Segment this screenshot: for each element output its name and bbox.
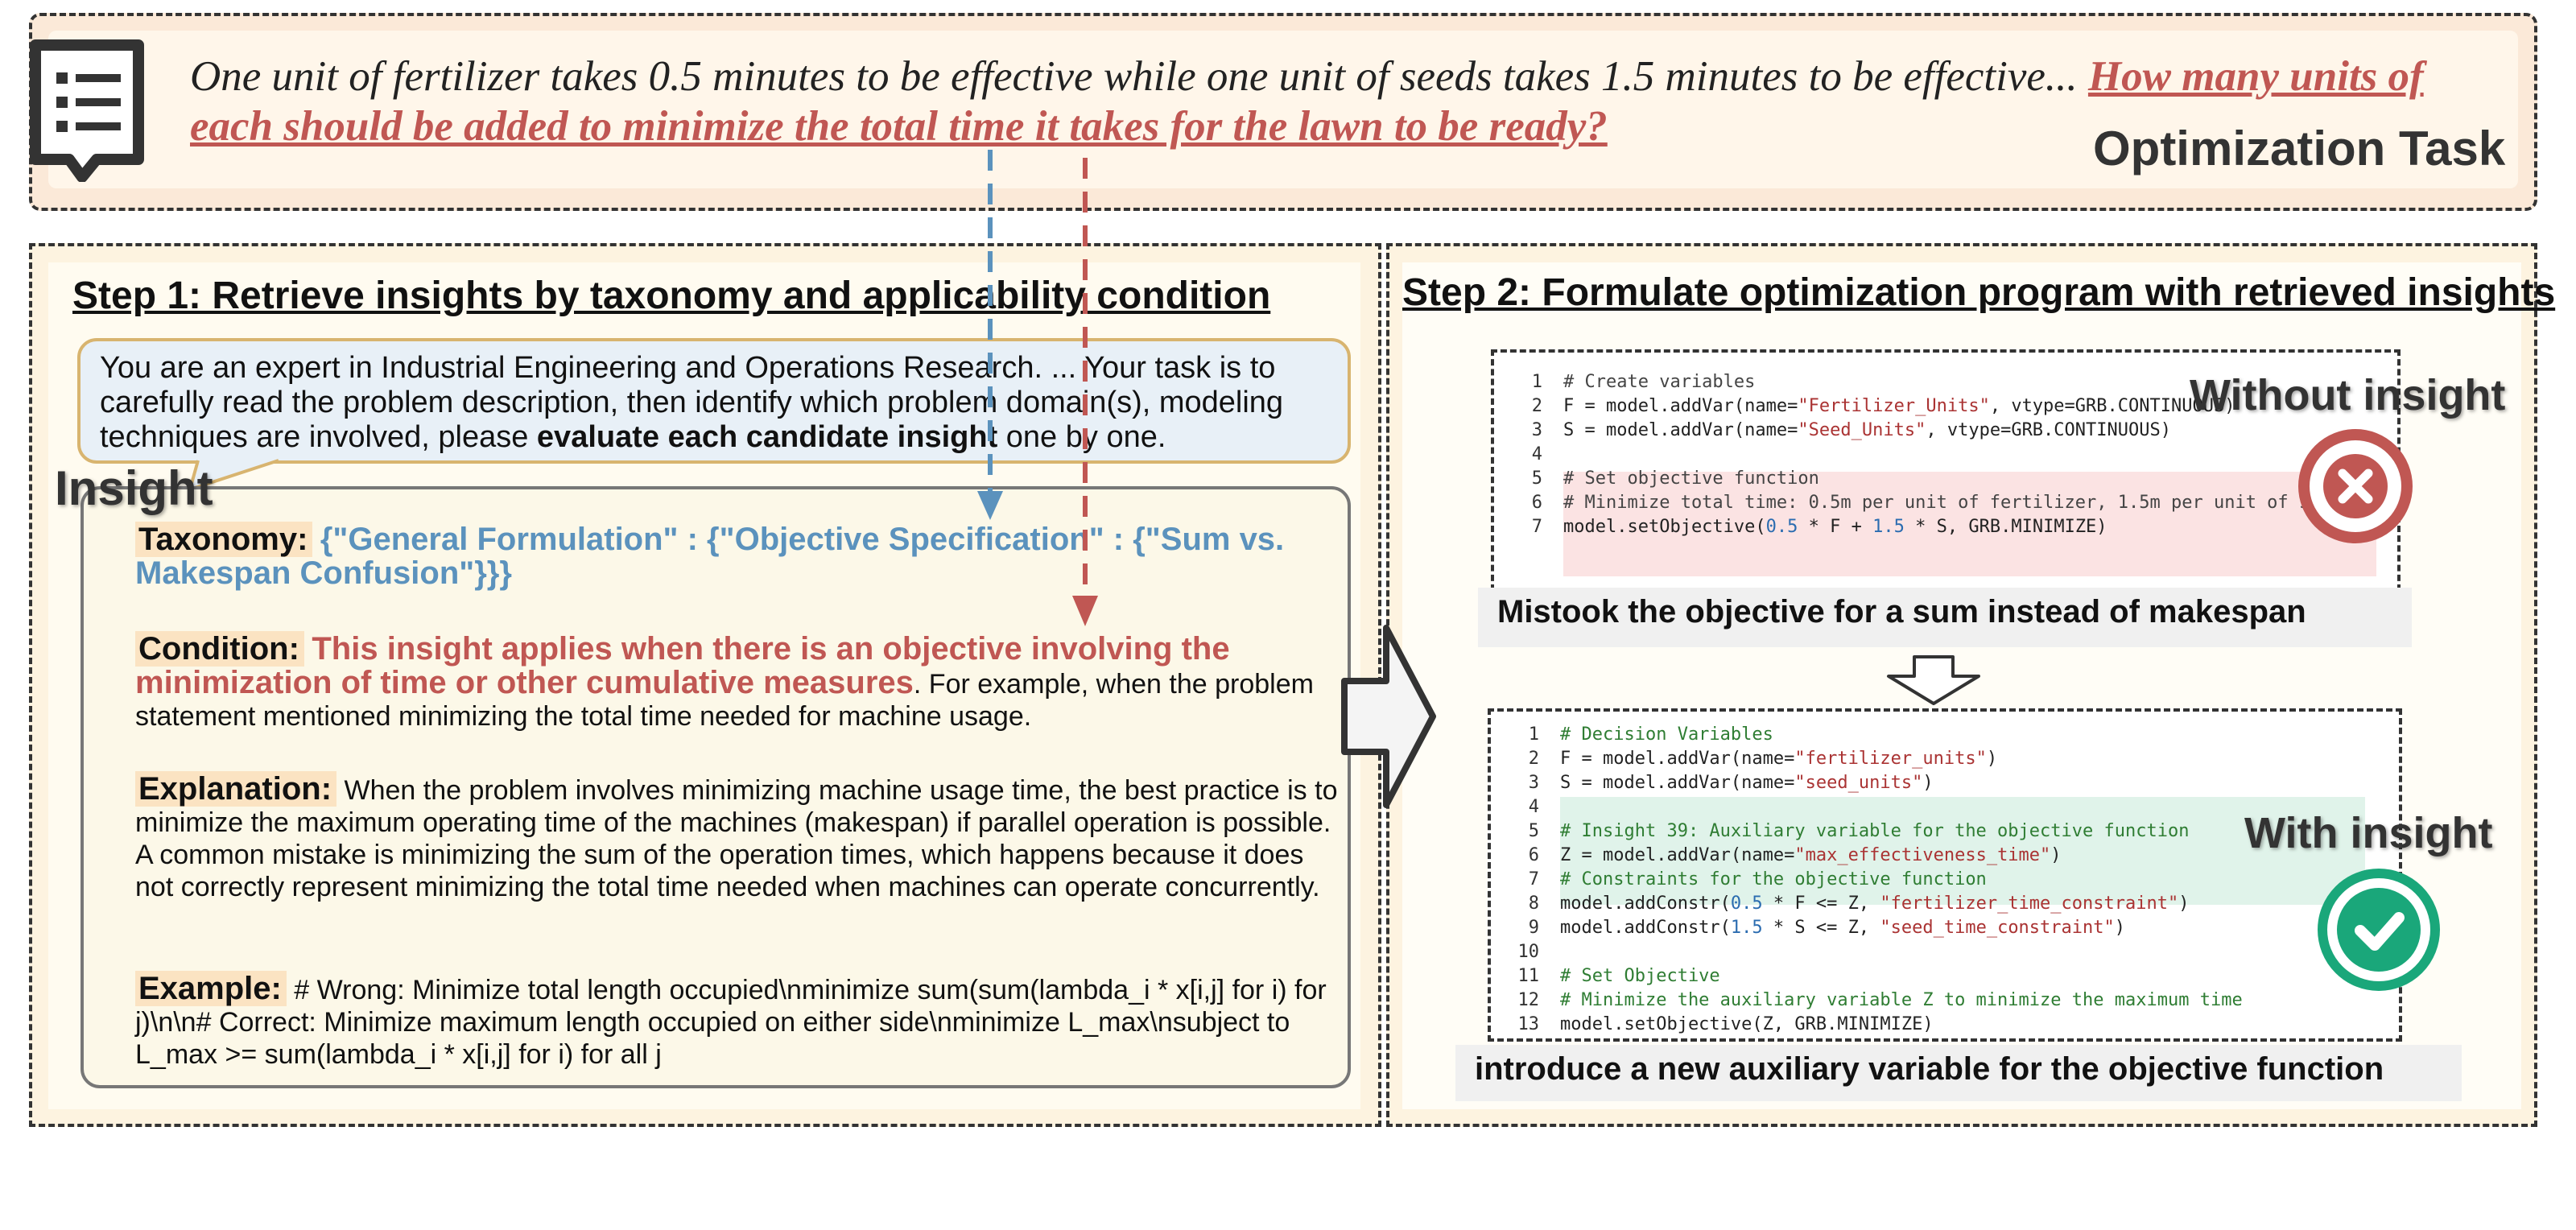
line-number: 6 <box>1531 493 1542 513</box>
example-key: Example: <box>135 971 287 1006</box>
prompt-box: You are an expert in Industrial Engineer… <box>77 338 1351 464</box>
line-number: 1 <box>1528 724 1539 745</box>
line-number: 4 <box>1528 797 1539 817</box>
task-description: One unit of fertilizer takes 0.5 minutes… <box>190 52 2444 151</box>
code-text: F = model.addVar(name="Fertilizer_Units"… <box>1563 396 2235 416</box>
line-number: 7 <box>1531 517 1542 537</box>
insight-box: Taxonomy: {"General Formulation" : {"Obj… <box>80 486 1351 1088</box>
objective-highlight <box>1563 472 2376 576</box>
prompt-end-text: one by one. <box>997 420 1166 454</box>
taxonomy-key: Taxonomy: <box>135 522 313 557</box>
speech-tail-icon <box>190 459 279 491</box>
with-insight-label: With insight <box>2244 809 2493 857</box>
down-arrow-icon <box>1887 655 1980 705</box>
line-number: 2 <box>1531 396 1542 416</box>
line-number: 1 <box>1531 372 1542 392</box>
line-number: 7 <box>1528 869 1539 889</box>
code-text: F = model.addVar(name="fertilizer_units"… <box>1560 749 1998 769</box>
line-number: 4 <box>1531 444 1542 464</box>
line-number: 6 <box>1528 845 1539 865</box>
insight-highlight <box>1560 797 2365 905</box>
explanation-block: Explanation: When the problem involves m… <box>135 771 1343 903</box>
line-number: 12 <box>1517 990 1540 1010</box>
example-text: # Wrong: Minimize total length occupied\… <box>135 975 1327 1070</box>
code-text: model.setObjective(0.5 * F + 1.5 * S, GR… <box>1563 517 2107 537</box>
condition-block: Condition: This insight applies when the… <box>135 631 1343 733</box>
condition-key: Condition: <box>135 631 304 667</box>
code-text: # Minimize total time: 0.5m per unit of … <box>1563 493 2331 513</box>
condition-rest: . For example, when the problem statemen… <box>135 669 1314 732</box>
explanation-key: Explanation: <box>135 771 337 807</box>
line-number: 9 <box>1528 918 1539 938</box>
code-text: S = model.addVar(name="Seed_Units", vtyp… <box>1563 420 2171 440</box>
without-insight-code-box: 1 # Create variables 2 F = model.addVar(nam… <box>1491 349 2401 591</box>
check-icon <box>2318 869 2440 991</box>
code-text: # Minimize the auxiliary variable Z to m… <box>1560 990 2243 1010</box>
code-text: S = model.addVar(name="seed_units") <box>1560 773 1934 793</box>
taxonomy-value: {"General Formulation" : {"Objective Spe… <box>135 522 1285 591</box>
right-arrow-icon <box>1341 625 1436 808</box>
line-number: 10 <box>1517 942 1540 962</box>
taxonomy-block: Taxonomy: {"General Formulation" : {"Obj… <box>135 522 1343 591</box>
line-number: 11 <box>1517 966 1540 986</box>
optimization-task-title: Optimization Task <box>2093 122 2506 175</box>
task-question: How many units of each should be added t… <box>190 53 2424 150</box>
code-text: # Set Objective <box>1560 966 1720 986</box>
step1-title: Step 1: Retrieve insights by taxonomy an… <box>72 274 1271 317</box>
prompt-bold-text: evaluate each candidate insight <box>536 420 998 454</box>
line-number: 3 <box>1531 420 1542 440</box>
line-number: 5 <box>1531 468 1542 489</box>
without-insight-caption: Mistook the objective for a sum instead … <box>1478 588 2412 647</box>
task-text: One unit of fertilizer takes 0.5 minutes… <box>190 53 2088 100</box>
line-number: 13 <box>1517 1014 1540 1034</box>
code-text: # Insight 39: Auxiliary variable for the… <box>1560 821 2190 841</box>
line-number: 5 <box>1528 821 1539 841</box>
code-text: model.addConstr(0.5 * F <= Z, "fertilize… <box>1560 894 2190 914</box>
with-insight-code-box: 1 # Decision Variables 2 F = model.addVar(n… <box>1488 708 2402 1042</box>
line-number: 2 <box>1528 749 1539 769</box>
cross-icon <box>2298 429 2413 543</box>
without-insight-label: Without insight <box>2190 371 2506 419</box>
condition-highlight: This insight applies when there is an ob… <box>135 631 1230 700</box>
code-text: Z = model.addVar(name="max_effectiveness… <box>1560 845 2062 865</box>
code-text: # Decision Variables <box>1560 724 1773 745</box>
code-text: # Create variables <box>1563 372 1756 392</box>
code-text: model.addConstr(1.5 * S <= Z, "seed_time… <box>1560 918 2126 938</box>
with-insight-caption: introduce a new auxiliary variable for t… <box>1455 1045 2462 1101</box>
step2-title: Step 2: Formulate optimization program w… <box>1402 271 2556 314</box>
explanation-text: When the problem involves minimizing mac… <box>135 775 1338 902</box>
list-message-icon <box>30 39 144 182</box>
optimization-task-inner <box>48 31 2518 188</box>
code-text: # Constraints for the objective function <box>1560 869 1987 889</box>
example-block: Example: # Wrong: Minimize total length … <box>135 971 1343 1071</box>
line-number: 3 <box>1528 773 1539 793</box>
line-number: 8 <box>1528 894 1539 914</box>
code-text: # Set objective function <box>1563 468 1819 489</box>
insight-label: Insight <box>55 461 213 515</box>
optimization-task-panel <box>29 13 2537 211</box>
code-text: model.setObjective(Z, GRB.MINIMIZE) <box>1560 1014 1934 1034</box>
